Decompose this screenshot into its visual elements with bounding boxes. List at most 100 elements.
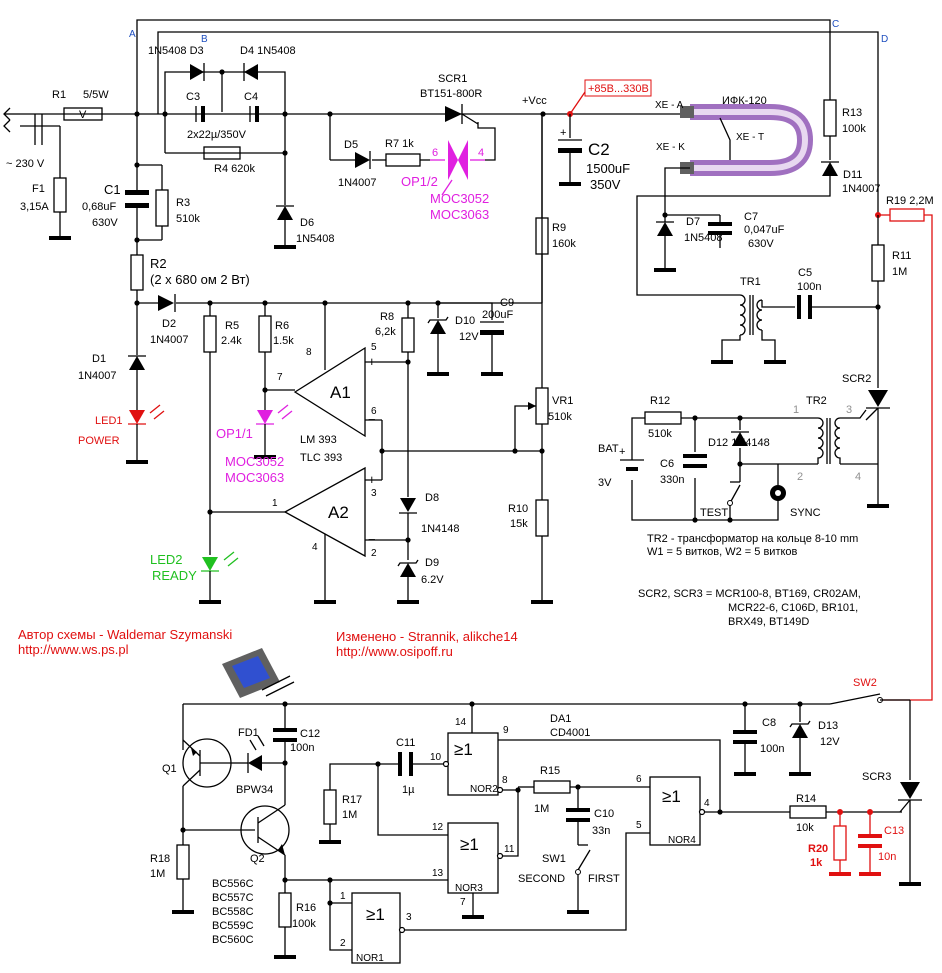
switch-sw2[interactable] bbox=[829, 693, 883, 705]
resistor-r12 bbox=[644, 411, 682, 425]
transformer-tr1 bbox=[721, 294, 795, 350]
d8-value: 1N4148 bbox=[421, 523, 460, 535]
r20-ref: R20 bbox=[808, 843, 828, 855]
op12-ref: OP1/2 bbox=[401, 174, 438, 189]
r2-ref: R2 bbox=[150, 256, 167, 271]
r13-value: 100k bbox=[842, 123, 866, 135]
resistor-r15 bbox=[533, 780, 571, 794]
c12-ref: C12 bbox=[300, 728, 320, 740]
r10-value: 15k bbox=[510, 518, 528, 530]
resistor-r19 bbox=[889, 208, 925, 222]
r14-value: 10k bbox=[796, 822, 814, 834]
resistor-r6 bbox=[258, 315, 272, 353]
diode-d7 bbox=[656, 221, 674, 236]
opamp-part2: TLC 393 bbox=[300, 452, 342, 464]
doubler-wires bbox=[164, 71, 286, 235]
resistor-r13 bbox=[823, 99, 837, 137]
switch-sw1[interactable] bbox=[575, 844, 591, 875]
comparator-a2 bbox=[283, 466, 408, 590]
diode-d8 bbox=[399, 498, 417, 514]
r1-body: V bbox=[79, 109, 87, 121]
lamp-xea: XE - A bbox=[655, 100, 684, 111]
c11-ref: C11 bbox=[396, 737, 415, 749]
d1-value: 1N4007 bbox=[78, 370, 117, 382]
comparator-a1 bbox=[293, 303, 408, 438]
f1-value: 3,15A bbox=[20, 201, 49, 213]
sw1-first: FIRST bbox=[588, 873, 620, 885]
r8-value: 6,2k bbox=[375, 326, 396, 338]
nor4-pin5: 5 bbox=[636, 820, 642, 831]
credit-mod-url[interactable]: http://www.osipoff.ru bbox=[336, 644, 453, 659]
c3-ref: C3 bbox=[186, 91, 200, 103]
f1-ref: F1 bbox=[32, 183, 45, 195]
led2-label: READY bbox=[152, 568, 197, 583]
a1-minus: − bbox=[368, 412, 376, 427]
c1-r3-wires bbox=[136, 114, 163, 355]
op12-pin6: 6 bbox=[432, 147, 438, 159]
a1-plus: + bbox=[368, 354, 376, 369]
a1-pin6: 6 bbox=[371, 406, 377, 417]
sw2-ref: SW2 bbox=[853, 677, 877, 689]
diode-d2 bbox=[158, 294, 176, 312]
mains-voltage: ~ 230 V bbox=[6, 158, 45, 170]
c1-ref: C1 bbox=[104, 182, 121, 197]
c12-value: 100n bbox=[290, 742, 314, 754]
test-label: TEST bbox=[700, 507, 728, 519]
net-label-b: B bbox=[201, 34, 208, 45]
nor1-label: NOR1 bbox=[356, 953, 384, 964]
tr2-pin4: 4 bbox=[855, 471, 861, 483]
rail-wires bbox=[20, 19, 879, 215]
nor1-sym: ≥1 bbox=[366, 905, 385, 924]
nor3-pin11: 11 bbox=[504, 844, 515, 855]
bat-value: 3V bbox=[598, 477, 612, 489]
nor1-pin2: 2 bbox=[340, 938, 346, 949]
resistor-r20 bbox=[833, 825, 847, 861]
d1-ref: D1 bbox=[92, 353, 106, 365]
c8-value: 100n bbox=[760, 743, 784, 755]
capacitor-c6 bbox=[683, 454, 707, 468]
lamp-xet: XE - T bbox=[736, 132, 764, 143]
d7-ref: D7 bbox=[686, 216, 700, 228]
capacitor-c5 bbox=[797, 295, 812, 319]
c2-plus: + bbox=[560, 127, 566, 139]
r5-value: 2.4k bbox=[221, 335, 242, 347]
c6-value: 330n bbox=[660, 474, 684, 486]
photodiode-photo-icon bbox=[222, 648, 295, 698]
transistor-type: BC558C bbox=[212, 906, 254, 918]
d2-ref: D2 bbox=[162, 318, 176, 330]
a1-ref: A1 bbox=[330, 383, 351, 402]
vr1-value: 510k bbox=[548, 411, 572, 423]
capacitor-c3 bbox=[195, 106, 205, 122]
resistor-r4 bbox=[203, 146, 241, 160]
r15-ref: R15 bbox=[540, 765, 560, 777]
d6-ref: D6 bbox=[300, 217, 314, 229]
c1-value: 0,68uF bbox=[82, 201, 117, 213]
tr2-pin1: 1 bbox=[793, 404, 799, 416]
c1-voltage: 630V bbox=[92, 217, 118, 229]
credit-author-url[interactable]: http://www.ws.ps.pl bbox=[18, 642, 129, 657]
capacitor-c1 bbox=[125, 190, 149, 208]
capacitor-c9 bbox=[480, 321, 504, 335]
r14-ref: R14 bbox=[796, 793, 816, 805]
photodiode-fd1 bbox=[247, 735, 265, 773]
diode-d4 bbox=[243, 63, 258, 81]
nor4-pin4: 4 bbox=[704, 798, 710, 809]
fd1-ref: FD1 bbox=[238, 727, 259, 739]
c8-ref: C8 bbox=[762, 717, 776, 729]
transistor-type: BC556C bbox=[212, 878, 254, 890]
c5-value: 100n bbox=[797, 281, 821, 293]
sync-label: SYNC bbox=[790, 507, 821, 519]
a2-pin2: 2 bbox=[371, 548, 377, 559]
sw1-ref: SW1 bbox=[542, 853, 566, 865]
r5-ref: R5 bbox=[225, 320, 239, 332]
test-button[interactable] bbox=[727, 481, 741, 506]
r16-value: 100k bbox=[292, 918, 316, 930]
r12-value: 510k bbox=[648, 428, 672, 440]
capacitor-c4 bbox=[249, 106, 259, 122]
nor3-pin13: 13 bbox=[432, 868, 444, 879]
resistor-r17 bbox=[323, 789, 337, 825]
resistor-r11 bbox=[871, 244, 885, 282]
nor4-pin6: 6 bbox=[636, 774, 642, 785]
r8-ref: R8 bbox=[380, 311, 394, 323]
